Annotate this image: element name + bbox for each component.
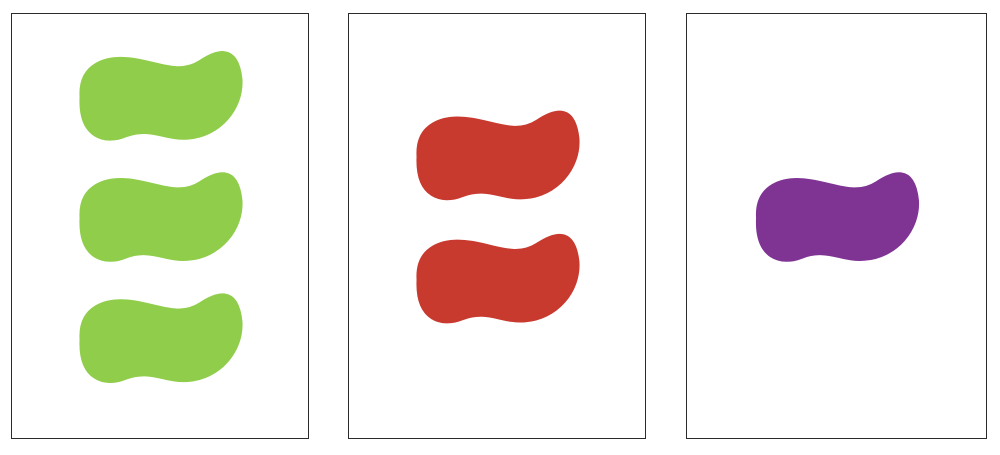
card-purple-one-squiggle[interactable] bbox=[686, 13, 987, 439]
card-face bbox=[756, 172, 919, 262]
squiggle-symbol bbox=[756, 172, 919, 262]
squiggle-symbol bbox=[79, 51, 243, 141]
squiggle-symbol bbox=[416, 110, 580, 201]
card-face bbox=[79, 51, 243, 383]
squiggle-symbol bbox=[79, 172, 243, 262]
squiggle-symbol bbox=[79, 293, 243, 383]
card-red-two-squiggles[interactable] bbox=[348, 13, 646, 439]
card-face bbox=[416, 110, 580, 324]
squiggle-symbol bbox=[416, 233, 580, 324]
card-green-three-squiggles[interactable] bbox=[11, 13, 309, 439]
